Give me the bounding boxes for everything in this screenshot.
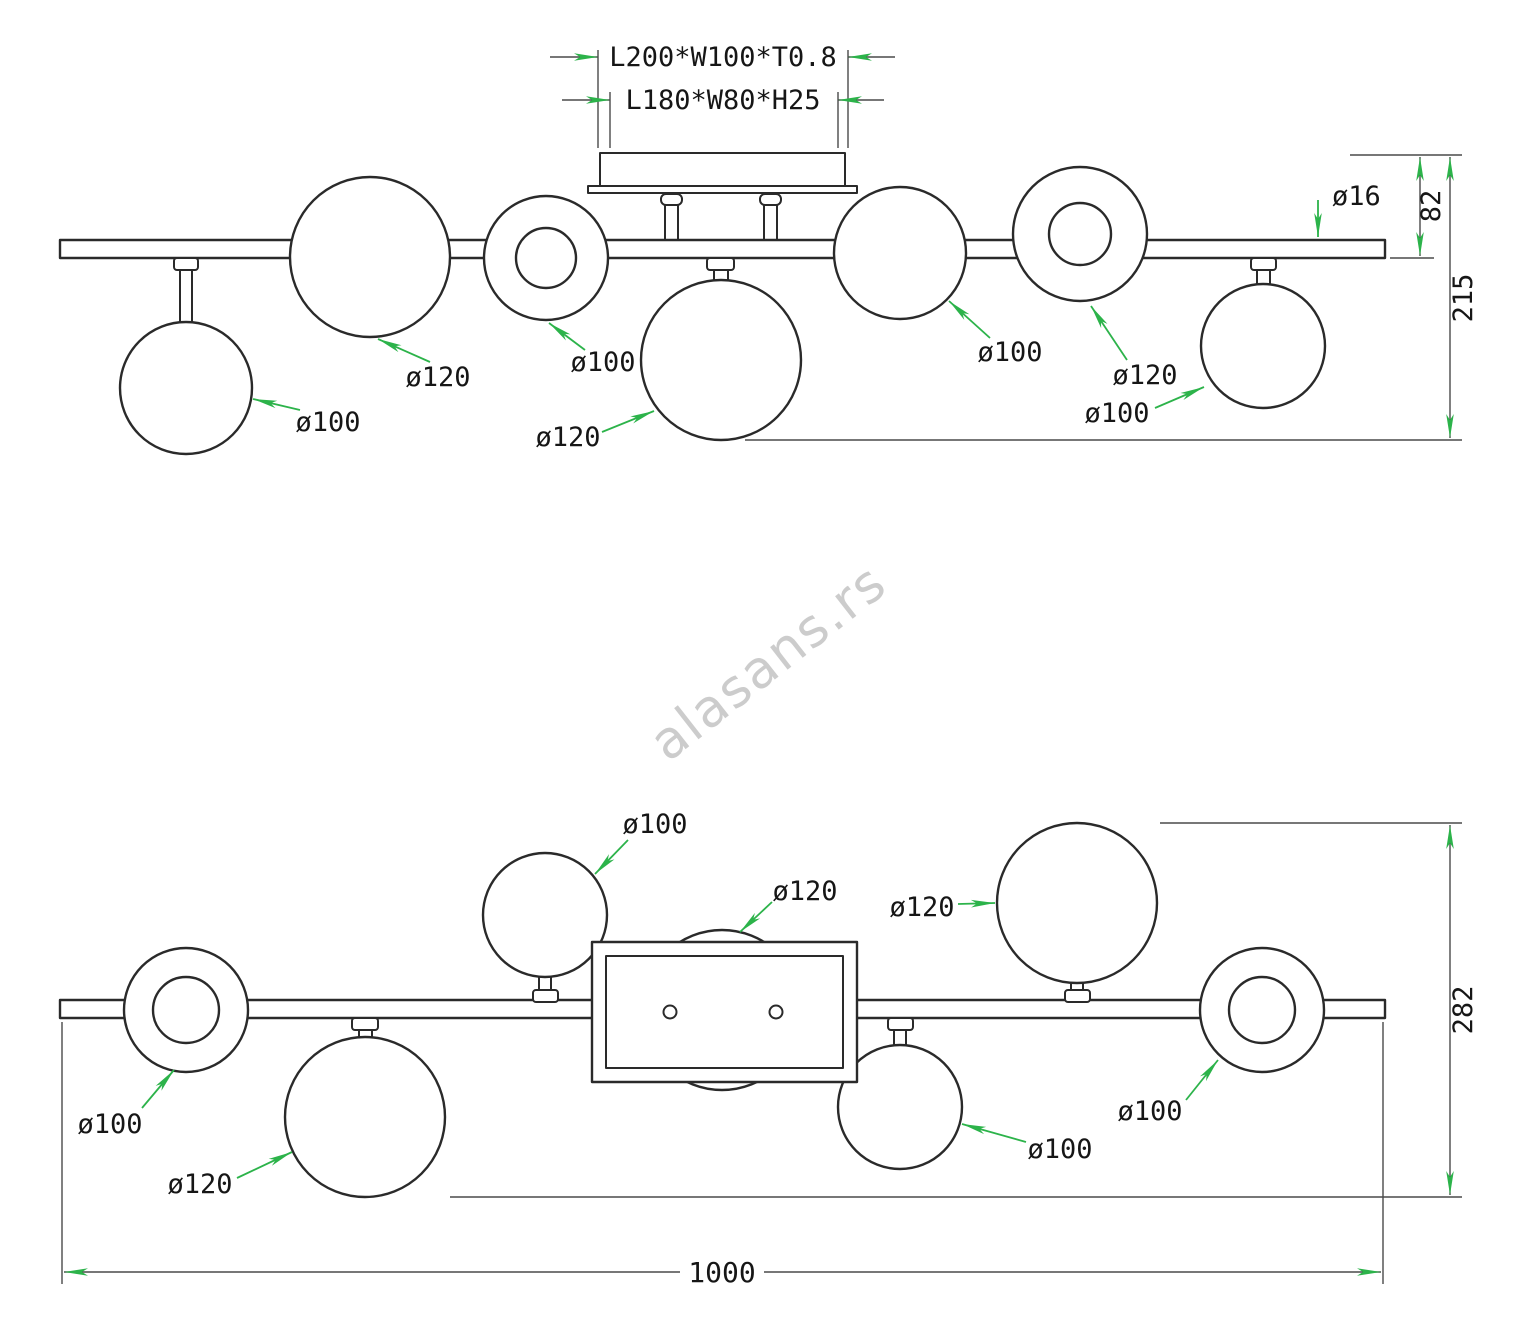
diameter-label: ø120: [889, 892, 954, 923]
globe-socket: [514, 226, 578, 290]
canopy-outer-dim-label: L200*W100*T0.8: [609, 42, 837, 73]
depth-dim-label: 282: [1448, 986, 1479, 1035]
glass-globe: [481, 851, 609, 979]
diameter-label: ø120: [1112, 360, 1177, 391]
glass-globe: [832, 185, 968, 321]
glass-globe: [288, 175, 452, 339]
canopy-plate-inner: [605, 955, 844, 1069]
stem-collar: [532, 989, 559, 1003]
diameter-label: ø100: [1084, 398, 1149, 429]
globe-socket: [151, 975, 221, 1045]
glass-globe: [836, 1043, 964, 1171]
leader-arrow: [594, 839, 629, 875]
canopy-flange: [587, 185, 858, 194]
diameter-label: ø100: [1027, 1134, 1092, 1165]
leader-arrow: [236, 1151, 293, 1179]
diameter-label: ø100: [295, 407, 360, 438]
diameter-label: ø100: [622, 809, 687, 840]
leader-arrow: [252, 398, 301, 411]
glass-globe: [1199, 282, 1327, 410]
stem-collar: [1250, 257, 1277, 271]
leader-arrow: [1185, 1059, 1219, 1101]
stem-collar: [887, 1017, 914, 1031]
glass-globe: [283, 1035, 447, 1199]
stem-collar: [706, 257, 735, 271]
glass-globe: [118, 320, 254, 456]
overall-width-dim-label: 1000: [688, 1256, 755, 1289]
leader-arrow: [739, 901, 773, 933]
diameter-label: ø100: [77, 1109, 142, 1140]
glass-globe: [995, 821, 1159, 985]
glass-globe: [639, 278, 803, 442]
canopy-inner-dim-label: L180*W80*H25: [625, 85, 820, 116]
diameter-label: ø120: [405, 362, 470, 393]
canopy-drop-dim-label: 82: [1416, 190, 1447, 223]
diameter-label: ø100: [977, 337, 1042, 368]
tube-diameter-label: ø16: [1332, 181, 1381, 212]
canopy-stem-cap: [759, 193, 782, 206]
canopy-stem-cap: [660, 193, 683, 206]
leader-arrow: [601, 410, 655, 433]
stem-collar: [173, 257, 199, 271]
screw-hole: [662, 1004, 678, 1020]
diameter-label: ø120: [535, 422, 600, 453]
leader-arrow: [948, 300, 991, 339]
diameter-label: ø120: [772, 876, 837, 907]
leader-arrow: [957, 899, 996, 908]
total-drop-dim-label: 215: [1448, 274, 1479, 323]
diameter-label: ø120: [167, 1169, 232, 1200]
leader-arrow: [1154, 386, 1205, 409]
stem-collar: [351, 1017, 379, 1031]
screw-hole: [768, 1004, 784, 1020]
diameter-label: ø100: [570, 347, 635, 378]
globe-socket: [1047, 201, 1113, 267]
canopy-plate: [599, 152, 846, 187]
globe-socket: [1227, 975, 1297, 1045]
leader-arrow: [1090, 305, 1128, 361]
watermark-text: alasans.rs: [639, 552, 898, 773]
leader-arrow: [961, 1123, 1027, 1143]
mounting-bar: [58, 238, 1387, 260]
leader-arrow: [141, 1069, 175, 1109]
front-view: L200*W100*T0.8 L180*W80*H25 ø16 82 215 ø…: [58, 42, 1479, 456]
diameter-label: ø100: [1117, 1096, 1182, 1127]
leader-arrow: [548, 322, 586, 351]
stem-collar: [1064, 989, 1091, 1003]
leader-arrow: [377, 338, 431, 363]
plan-view: ø100 ø120 ø120 ø100 ø120 ø100 ø100 282 1…: [58, 809, 1479, 1289]
